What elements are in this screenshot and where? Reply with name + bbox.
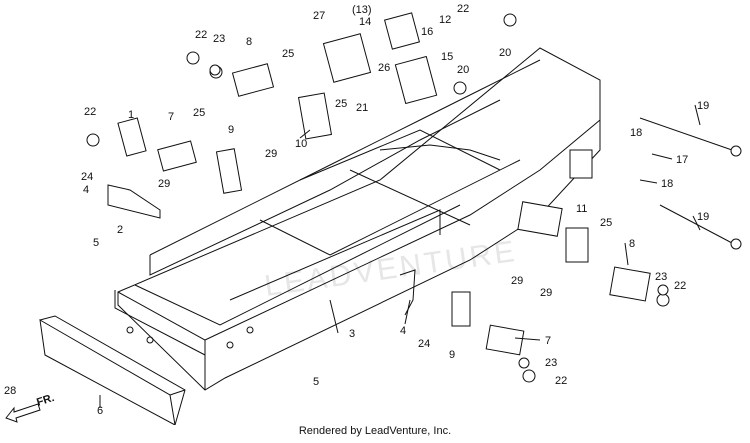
frame-drawing — [114, 47, 601, 391]
leader-lines — [99, 104, 701, 408]
callout-11: 11 — [576, 203, 587, 215]
watermark: LEADVENTURE — [263, 235, 520, 303]
callout-22e: 22 — [555, 375, 567, 387]
callout-25c: 25 — [335, 98, 347, 110]
callout-29c: 29 — [511, 275, 523, 287]
callout-12: 12 — [439, 14, 451, 26]
callout-22d: 22 — [674, 280, 686, 292]
footer-credit: Rendered by LeadVenture, Inc. — [298, 425, 452, 437]
callout-24b: 24 — [418, 338, 430, 350]
callout-25a: 25 — [282, 48, 294, 60]
front-direction-arrow: FR. — [5, 392, 56, 423]
components — [86, 12, 670, 383]
callout-19a: 19 — [697, 100, 709, 112]
callout-26: 26 — [378, 62, 390, 74]
callout-19b: 19 — [697, 211, 709, 223]
callout-29d: 29 — [540, 287, 552, 299]
callout-10: 10 — [295, 138, 307, 150]
callout-25d: 25 — [600, 217, 612, 229]
callout-4a: 4 — [83, 184, 89, 196]
callout-18a: 18 — [630, 127, 642, 139]
callout-25b: 25 — [193, 107, 205, 119]
callout-20b: 20 — [457, 64, 469, 76]
callout-20a: 20 — [499, 47, 511, 59]
callout-23a: 23 — [213, 33, 225, 45]
callout-13: (13) — [352, 4, 372, 16]
front-bumper — [39, 315, 186, 425]
callout-5b: 5 — [313, 376, 319, 388]
callout-15: 15 — [441, 51, 453, 63]
callout-22b: 22 — [84, 106, 96, 118]
callout-22a: 22 — [195, 29, 207, 41]
callout-21: 21 — [356, 102, 368, 114]
callout-7b: 7 — [545, 335, 551, 347]
callout-22c: 22 — [457, 3, 469, 15]
callout-9a: 9 — [228, 124, 234, 136]
callout-16: 16 — [421, 26, 433, 38]
callout-17: 17 — [676, 154, 688, 166]
callout-28: 28 — [4, 385, 16, 397]
parts-diagram: LEADVENTURE — [4, 3, 742, 425]
callout-9b: 9 — [449, 349, 455, 361]
callout-23c: 23 — [545, 357, 557, 369]
callout-14: 14 — [359, 16, 371, 28]
callout-7a: 7 — [168, 111, 174, 123]
callout-27: 27 — [313, 10, 325, 22]
direction-label: FR. — [35, 392, 56, 409]
callout-6: 6 — [97, 405, 103, 417]
callout-1: 1 — [128, 109, 134, 121]
callout-2: 2 — [117, 224, 123, 236]
callout-24a: 24 — [81, 171, 93, 183]
long-bolts — [639, 117, 742, 250]
callout-8a: 8 — [246, 36, 252, 48]
callout-4b: 4 — [400, 325, 406, 337]
callout-18b: 18 — [661, 178, 673, 190]
callout-29b: 29 — [158, 178, 170, 190]
callout-5a: 5 — [93, 237, 99, 249]
callout-3: 3 — [349, 328, 355, 340]
callout-numbers: 1 2 3 4 4 5 5 6 7 7 8 8 9 9 10 11 12 (13… — [4, 3, 709, 417]
callout-8b: 8 — [629, 238, 635, 250]
callout-29a: 29 — [265, 148, 277, 160]
callout-23b: 23 — [655, 271, 667, 283]
